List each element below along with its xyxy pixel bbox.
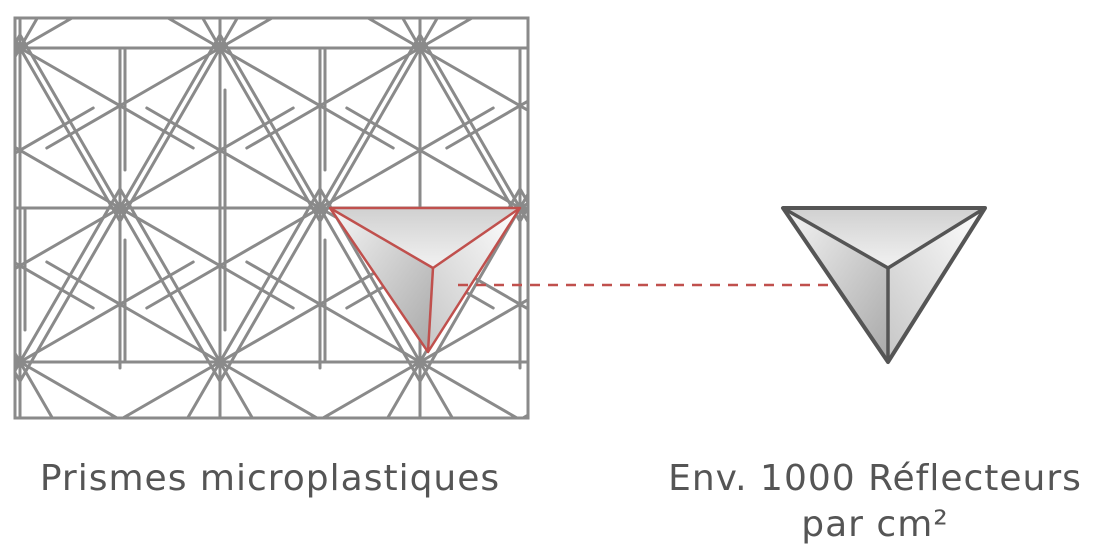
highlighted-prism bbox=[328, 206, 522, 354]
grid-frame bbox=[13, 16, 530, 420]
caption-microplastic-prisms: Prismes microplastiques bbox=[39, 458, 501, 499]
reflector-prism-enlarged bbox=[781, 206, 987, 364]
caption-reflectors-line1: Env. 1000 Réflecteurs bbox=[668, 458, 1082, 499]
caption-reflectors-density: Env. 1000 Réflecteurs par cm² bbox=[640, 456, 1110, 548]
caption-reflectors-line2: par cm² bbox=[801, 504, 949, 545]
